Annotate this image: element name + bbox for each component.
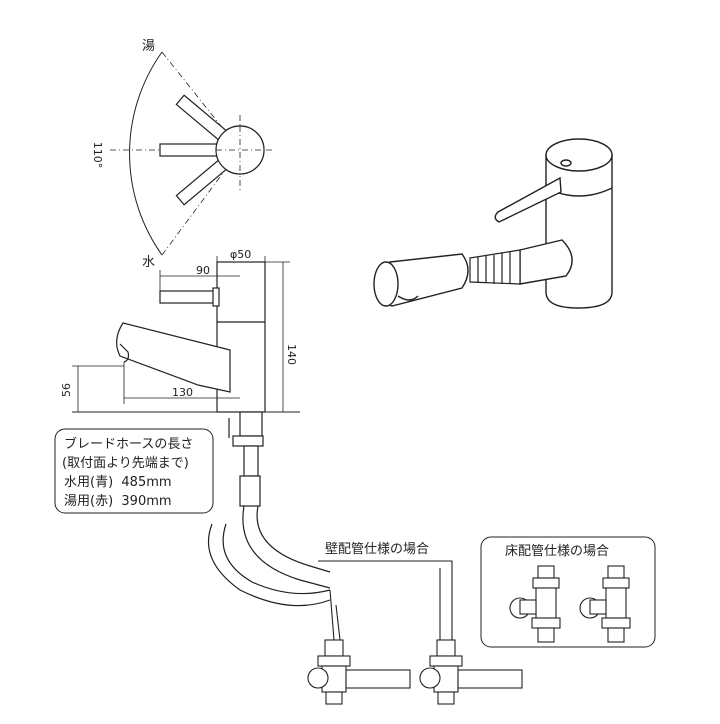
- dim-spout-reach: 130: [172, 386, 193, 399]
- hose: [242, 505, 331, 589]
- spout-side: [116, 322, 231, 393]
- hose-note-line3: 水用(青) 485mm: [64, 475, 172, 490]
- body-cylinder: [545, 154, 613, 309]
- wall-valve-left: [307, 639, 411, 705]
- faucet-3d-view: [373, 138, 613, 309]
- lever-3d: [494, 176, 562, 223]
- dim-lever-length: 90: [196, 264, 210, 277]
- dim-spout-height: 56: [60, 383, 73, 397]
- wall-piping: [307, 560, 523, 705]
- cold-label: 水: [142, 255, 155, 270]
- hose-note-line2: (取付面より先端まで): [62, 456, 189, 471]
- floor-valve-right: [579, 565, 631, 643]
- side-elevation: [72, 261, 331, 607]
- floor-valve-left: [509, 565, 561, 643]
- spout-housing: [519, 239, 573, 285]
- lever-side: [159, 290, 218, 304]
- hose-note-line4: 湯用(赤) 390mm: [64, 494, 172, 509]
- hot-label: 湯: [142, 39, 155, 54]
- hose-note-line1: ブレードホースの長さ: [64, 436, 193, 452]
- wall-valve-right: [419, 639, 523, 705]
- rotation-top-view: [110, 51, 275, 256]
- dim-height: 140: [285, 344, 298, 365]
- hose-note-box: [54, 428, 214, 514]
- lever-middle: [159, 143, 219, 157]
- floor-piping: [509, 565, 631, 643]
- angle-label: 110°: [91, 142, 104, 169]
- dim-body-diameter: φ50: [230, 248, 251, 261]
- dimension-lines: [72, 256, 290, 412]
- wall-piping-label: 壁配管仕様の場合: [325, 542, 429, 557]
- spring-hose: [469, 249, 521, 285]
- lever-socket: [560, 159, 572, 167]
- rotation-arc: [129, 51, 163, 256]
- floor-piping-label: 床配管仕様の場合: [505, 544, 609, 559]
